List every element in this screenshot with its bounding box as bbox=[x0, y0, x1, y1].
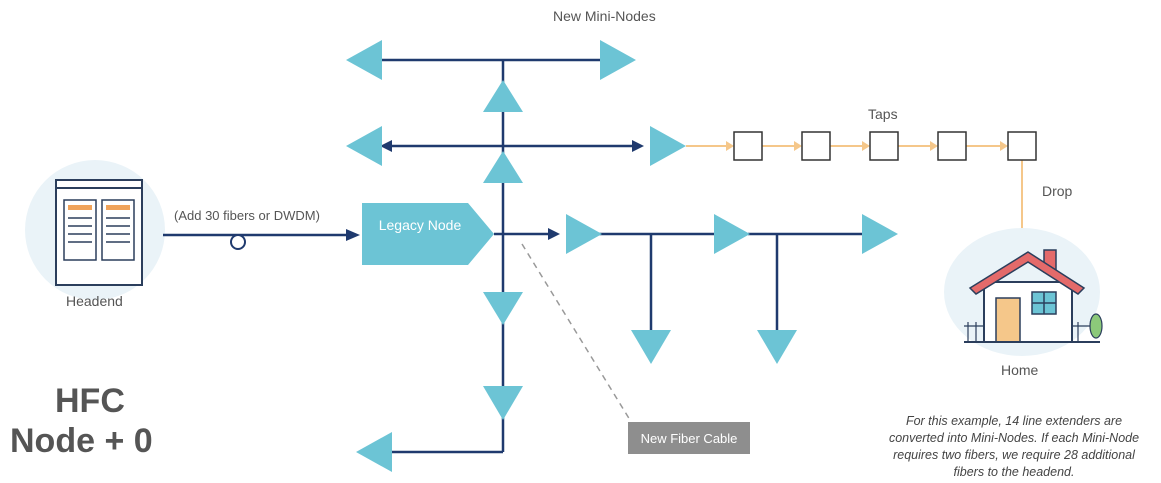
mini-nodes bbox=[346, 40, 898, 472]
home-icon bbox=[944, 228, 1103, 356]
legacy-node-shape bbox=[362, 203, 494, 265]
mini-node-mid-left bbox=[346, 126, 382, 166]
fiber-cable-leader bbox=[521, 243, 631, 421]
diagram-title-line2: Node + 0 bbox=[10, 422, 153, 460]
trunk-arrow-right bbox=[632, 140, 644, 152]
mini-node-up-1 bbox=[483, 80, 523, 112]
new-fiber-cable-label: New Fiber Cable bbox=[628, 422, 750, 454]
home-label: Home bbox=[1001, 362, 1039, 378]
trunk-arrow-node bbox=[548, 228, 560, 240]
mini-node-branch-end bbox=[862, 214, 898, 254]
mini-node-branch-down-2 bbox=[757, 330, 797, 364]
tap-box bbox=[869, 131, 899, 161]
tap-box bbox=[937, 131, 967, 161]
mini-node-bottom-left bbox=[356, 432, 392, 472]
tap-box bbox=[1007, 131, 1037, 161]
mini-node-top-right bbox=[600, 40, 636, 80]
fiber-arrowhead bbox=[346, 229, 360, 241]
taps-label: Taps bbox=[868, 106, 898, 122]
headend-label: Headend bbox=[66, 293, 123, 309]
example-note: For this example, 14 line extenders are … bbox=[888, 414, 1140, 479]
diagram-title-line1: HFC bbox=[55, 382, 125, 420]
mini-node-top-left bbox=[346, 40, 382, 80]
mini-node-branch-down-1 bbox=[631, 330, 671, 364]
headend-icon bbox=[25, 160, 165, 300]
mini-node-up-2 bbox=[483, 151, 523, 183]
mini-node-mid-right bbox=[650, 126, 686, 166]
drop-label: Drop bbox=[1042, 183, 1073, 199]
add-fibers-label: (Add 30 fibers or DWDM) bbox=[174, 208, 320, 223]
mini-node-down-2 bbox=[483, 386, 523, 420]
tap-box bbox=[801, 131, 831, 161]
new-mini-nodes-label: New Mini-Nodes bbox=[553, 8, 656, 24]
trunk-arrow-left bbox=[380, 140, 392, 152]
fiber-coil-icon bbox=[230, 234, 246, 250]
mini-node-branch-1 bbox=[566, 214, 602, 254]
tap-chain bbox=[686, 145, 1023, 232]
mini-node-down-1 bbox=[483, 292, 523, 325]
mini-node-branch-2 bbox=[714, 214, 750, 254]
tap-box bbox=[733, 131, 763, 161]
legacy-node-label: Legacy Node bbox=[378, 217, 462, 233]
taps bbox=[733, 131, 1037, 161]
